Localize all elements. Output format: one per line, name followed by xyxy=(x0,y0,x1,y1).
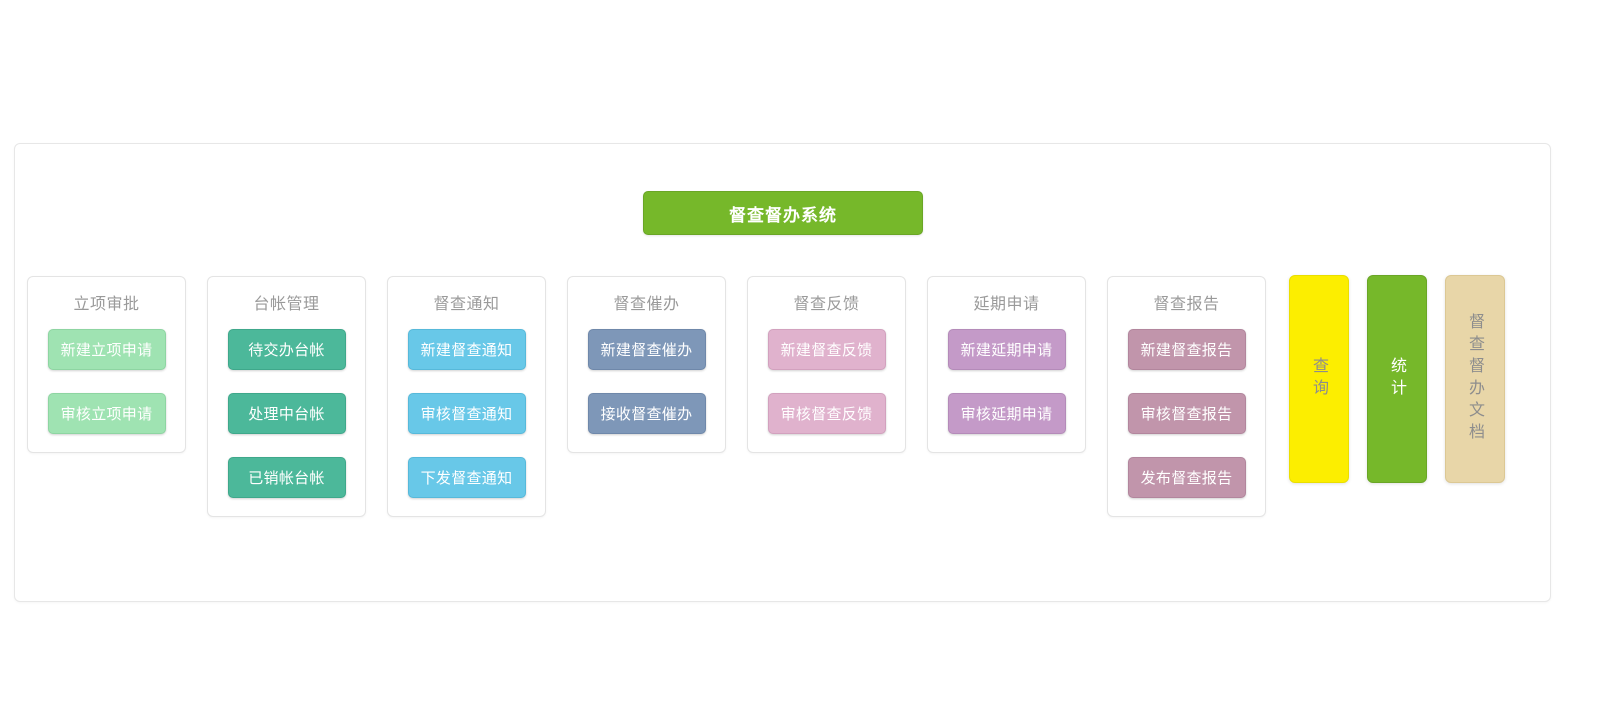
module-action-button[interactable]: 新建延期申请 xyxy=(947,329,1066,370)
module-card-title: 立项审批 xyxy=(73,294,140,313)
module-action-button[interactable]: 已销帐台帐 xyxy=(227,457,346,498)
module-card: 台帐管理待交办台帐处理中台帐已销帐台帐 xyxy=(207,276,366,517)
module-action-button[interactable]: 发布督查报告 xyxy=(1127,457,1246,498)
module-card-title: 台帐管理 xyxy=(253,294,320,313)
module-action-button[interactable]: 新建督查催办 xyxy=(587,329,706,370)
module-card-title: 延期申请 xyxy=(973,294,1040,313)
module-action-button[interactable]: 下发督查通知 xyxy=(407,457,526,498)
module-card-title: 督查反馈 xyxy=(793,294,860,313)
module-card: 立项审批新建立项申请审核立项申请 xyxy=(27,276,186,453)
system-title-banner: 督查督办系统 xyxy=(643,191,923,235)
module-action-button[interactable]: 处理中台帐 xyxy=(227,393,346,434)
module-card: 督查反馈新建督查反馈审核督查反馈 xyxy=(747,276,906,453)
module-card-title: 督查催办 xyxy=(613,294,680,313)
module-action-button[interactable]: 新建立项申请 xyxy=(47,329,166,370)
module-action-button[interactable]: 审核督查通知 xyxy=(407,393,526,434)
module-card-title: 督查报告 xyxy=(1153,294,1220,313)
module-card: 延期申请新建延期申请审核延期申请 xyxy=(927,276,1086,453)
module-card: 督查报告新建督查报告审核督查报告发布督查报告 xyxy=(1107,276,1266,517)
side-panels-group: 查询 统计 督查督办文档 xyxy=(1289,275,1505,483)
side-panel-button[interactable]: 统计 xyxy=(1367,275,1427,483)
module-card: 督查通知新建督查通知审核督查通知下发督查通知 xyxy=(387,276,546,517)
module-action-button[interactable]: 接收督查催办 xyxy=(587,393,706,434)
side-panel-label: 查询 xyxy=(1310,357,1329,401)
module-action-button[interactable]: 审核立项申请 xyxy=(47,393,166,434)
module-action-button[interactable]: 审核督查反馈 xyxy=(767,393,886,434)
module-cards-row: 立项审批新建立项申请审核立项申请台帐管理待交办台帐处理中台帐已销帐台帐督查通知新… xyxy=(27,276,1287,517)
module-action-button[interactable]: 新建督查反馈 xyxy=(767,329,886,370)
module-action-button[interactable]: 新建督查通知 xyxy=(407,329,526,370)
side-panel-button[interactable]: 督查督办文档 xyxy=(1445,275,1505,483)
side-panel-label: 统计 xyxy=(1388,357,1407,401)
module-card: 督查催办新建督查催办接收督查催办 xyxy=(567,276,726,453)
module-action-button[interactable]: 待交办台帐 xyxy=(227,329,346,370)
side-panel-button[interactable]: 查询 xyxy=(1289,275,1349,483)
side-panel-label: 督查督办文档 xyxy=(1466,313,1485,445)
module-action-button[interactable]: 新建督查报告 xyxy=(1127,329,1246,370)
system-container: 督查督办系统 立项审批新建立项申请审核立项申请台帐管理待交办台帐处理中台帐已销帐… xyxy=(14,143,1551,602)
module-action-button[interactable]: 审核督查报告 xyxy=(1127,393,1246,434)
module-card-title: 督查通知 xyxy=(433,294,500,313)
module-action-button[interactable]: 审核延期申请 xyxy=(947,393,1066,434)
